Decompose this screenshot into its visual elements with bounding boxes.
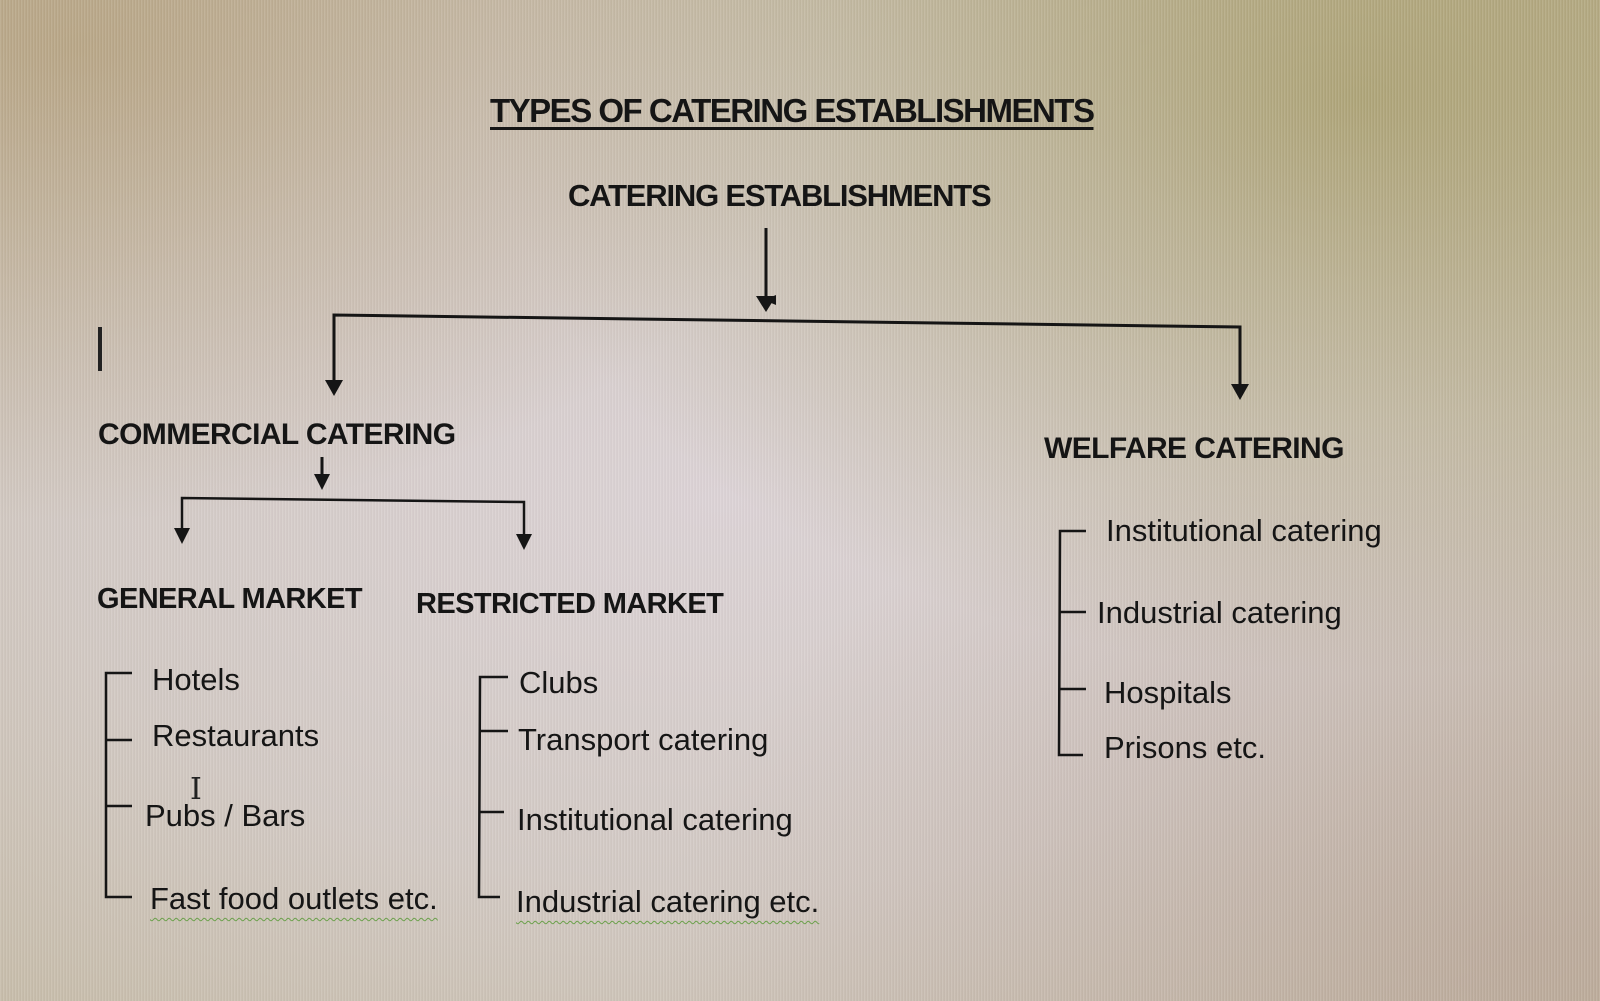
welfare-item-hospitals: Hospitals xyxy=(1104,675,1232,710)
general-item-pubs-bars: Pubs / Bars xyxy=(145,798,306,833)
general-item-fast-food: Fast food outlets etc. xyxy=(150,881,438,916)
root-node-catering-establishments: CATERING ESTABLISHMENTS xyxy=(568,178,992,213)
welfare-item-industrial: Industrial catering xyxy=(1097,595,1342,630)
node-commercial-catering: COMMERCIAL CATERING xyxy=(98,418,456,451)
node-welfare-catering: WELFARE CATERING xyxy=(1044,432,1344,465)
restricted-item-industrial: Industrial catering etc. xyxy=(516,884,820,919)
ibeam-cursor-icon: I xyxy=(190,772,202,807)
document-title: TYPES OF CATERING ESTABLISHMENTS xyxy=(490,92,1095,129)
welfare-item-prisons: Prisons etc. xyxy=(1104,730,1266,765)
text-cursor xyxy=(98,327,102,371)
restricted-item-institutional: Institutional catering xyxy=(517,802,793,837)
general-item-restaurants: Restaurants xyxy=(152,718,320,753)
restricted-item-transport: Transport catering xyxy=(518,722,769,757)
welfare-item-institutional: Institutional catering xyxy=(1106,513,1382,548)
node-restricted-market: RESTRICTED MARKET xyxy=(416,588,724,620)
node-general-market: GENERAL MARKET xyxy=(97,583,363,615)
general-item-hotels: Hotels xyxy=(152,662,240,697)
restricted-item-clubs: Clubs xyxy=(519,665,599,700)
